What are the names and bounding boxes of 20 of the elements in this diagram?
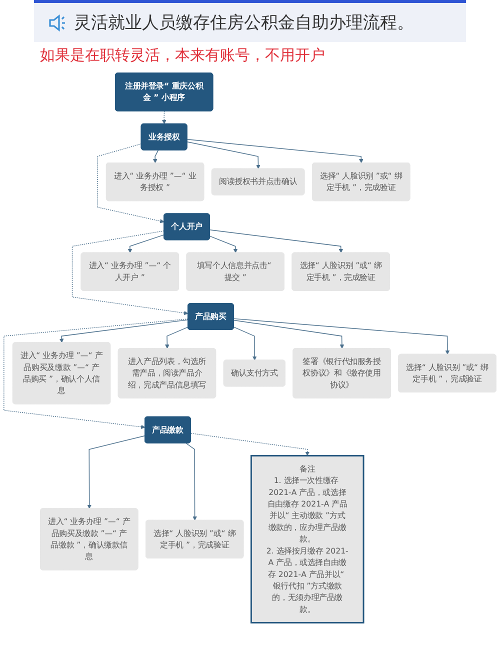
arrow xyxy=(59,319,188,343)
arrow xyxy=(210,230,344,254)
arrow xyxy=(186,442,197,521)
arrow xyxy=(186,139,364,164)
arrow xyxy=(234,326,257,360)
arrow xyxy=(162,110,166,124)
arrow xyxy=(4,318,188,429)
arrow xyxy=(190,432,310,456)
arrow xyxy=(128,234,164,254)
arrow xyxy=(87,435,146,509)
annotation-note: 如果是在职转灵活，本来有账号，不用开户 xyxy=(39,45,326,66)
arrow xyxy=(165,326,188,349)
arrow xyxy=(234,320,344,349)
arrow xyxy=(97,143,164,224)
arrow xyxy=(186,142,260,170)
arrow xyxy=(234,318,450,355)
arrow xyxy=(72,230,188,316)
title: 灵活就业人员缴存住房公积金自助办理流程。 xyxy=(74,12,414,34)
arrow xyxy=(210,236,238,254)
arrow xyxy=(152,150,159,164)
